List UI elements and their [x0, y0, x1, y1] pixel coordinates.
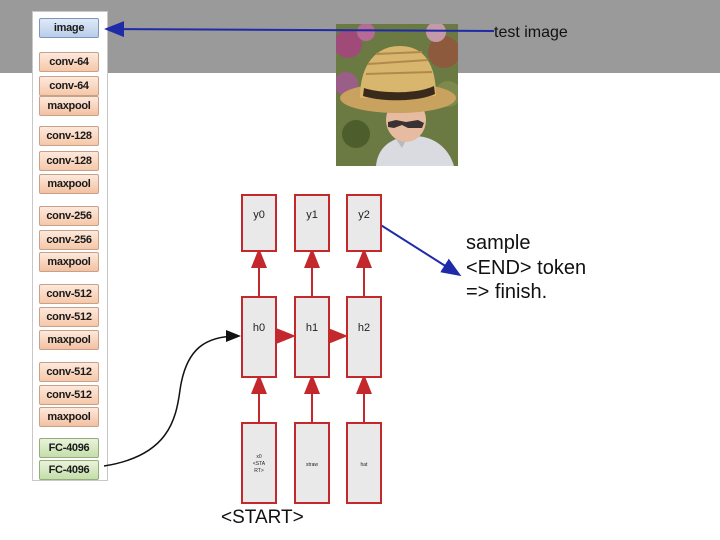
finish-note: sample <END> token => finish.	[466, 231, 586, 305]
layer-conv-512-10: conv-512	[39, 284, 99, 304]
finish-note-line-2: <END> token	[466, 256, 587, 279]
layer-conv-64-1: conv-64	[39, 52, 99, 72]
layer-maxpool-12: maxpool	[39, 330, 99, 350]
finish-note-line-1: sample	[466, 232, 531, 254]
hidden-cell-h1: h1	[294, 296, 330, 378]
layer-fc-4096-17: FC-4096	[39, 460, 99, 480]
layer-maxpool-15: maxpool	[39, 407, 99, 427]
output-cell-y2: y2	[346, 194, 382, 252]
output-cell-y1: y1	[294, 194, 330, 252]
layer-conv-64-2: conv-64	[39, 76, 99, 96]
layer-conv-512-11: conv-512	[39, 307, 99, 327]
input-cell-hat: hat	[346, 422, 382, 504]
test-image-photo	[336, 24, 458, 166]
arrow-fc-to-h0	[103, 330, 241, 467]
test-image-label: test image	[494, 24, 568, 41]
layer-maxpool-9: maxpool	[39, 252, 99, 272]
layer-conv-512-13: conv-512	[39, 362, 99, 382]
finish-note-line-3: => finish.	[466, 281, 548, 303]
layer-conv-256-8: conv-256	[39, 230, 99, 250]
output-cell-y0: y0	[241, 194, 277, 252]
layer-maxpool-6: maxpool	[39, 174, 99, 194]
layer-conv-512-14: conv-512	[39, 385, 99, 405]
layer-fc-4096-16: FC-4096	[39, 438, 99, 458]
layer-image-0: image	[39, 18, 99, 38]
layer-conv-256-7: conv-256	[39, 206, 99, 226]
layer-maxpool-3: maxpool	[39, 96, 99, 116]
layer-conv-128-4: conv-128	[39, 126, 99, 146]
man-in-straw-hat-image	[336, 24, 458, 166]
hidden-cell-h2: h2	[346, 296, 382, 378]
input-cell-straw: straw	[294, 422, 330, 504]
input-cell-x0-start: x0 <STA RT>	[241, 422, 277, 504]
hidden-cell-h0: h0	[241, 296, 277, 378]
start-label: <START>	[221, 507, 304, 528]
layer-conv-128-5: conv-128	[39, 151, 99, 171]
arrow-y2-to-end-note	[375, 221, 462, 277]
arrow-test-image-to-input	[104, 21, 495, 38]
